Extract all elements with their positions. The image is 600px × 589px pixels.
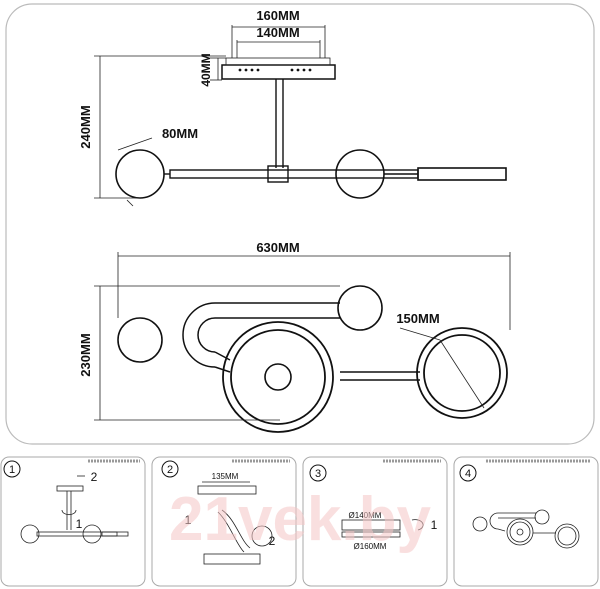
- globe-right: [335, 149, 385, 199]
- step-3-callout-1: 1: [431, 518, 438, 532]
- dim-630: 630MM: [256, 240, 299, 255]
- dim-150: 150MM: [396, 311, 439, 326]
- step-4-panel: 4: [453, 456, 599, 587]
- dim-140: 140MM: [256, 25, 299, 40]
- arm-joint: [267, 165, 289, 183]
- dimension-lines-top: [94, 25, 326, 207]
- dim-230: 230MM: [78, 333, 93, 376]
- step-3-panel: 3 Ø140MM Ø160MM 1: [302, 456, 448, 587]
- front-view: [117, 285, 508, 433]
- dim-160: 160MM: [256, 8, 299, 23]
- horizontal-arm: [169, 169, 419, 179]
- front-globe-right: [337, 285, 383, 331]
- step-3-dim-a: Ø140MM: [349, 511, 382, 520]
- bar-light: [417, 167, 507, 181]
- ring-right-outer: [416, 327, 508, 419]
- ceiling-plate: [221, 64, 336, 80]
- step-3-number: 3: [315, 468, 321, 480]
- step-1-callout-1: 1: [76, 517, 83, 531]
- step-1-callout-2: 2: [91, 470, 98, 484]
- ring-center-inner: [230, 329, 326, 425]
- ring-right-inner: [423, 334, 501, 412]
- watermark: 21vek.by: [169, 485, 432, 554]
- step-3-dim-b: Ø160MM: [354, 542, 387, 551]
- step-2-panel: 2 135MM 1 2: [151, 456, 297, 587]
- dim-80: 80MM: [162, 126, 198, 141]
- step-4-number: 4: [465, 468, 471, 480]
- dim-240: 240MM: [78, 105, 93, 148]
- step-2-callout-1: 1: [185, 513, 192, 527]
- step-2-number: 2: [167, 464, 173, 476]
- dim-40: 40MM: [199, 53, 213, 86]
- step-2-dim: 135MM: [212, 472, 239, 481]
- front-globe-left: [117, 317, 163, 363]
- ceiling-plate-top: [225, 57, 331, 66]
- center-hub: [264, 363, 292, 391]
- step-1-panel: 1 2 1: [0, 456, 146, 587]
- ring-center-outer: [222, 321, 334, 433]
- step-1-number: 1: [9, 464, 15, 476]
- step-2-callout-2: 2: [269, 534, 276, 548]
- plate-holes: [238, 68, 312, 72]
- main-frame: [5, 3, 595, 445]
- dimension-lines-bottom: [94, 252, 511, 421]
- globe-left: [115, 149, 165, 199]
